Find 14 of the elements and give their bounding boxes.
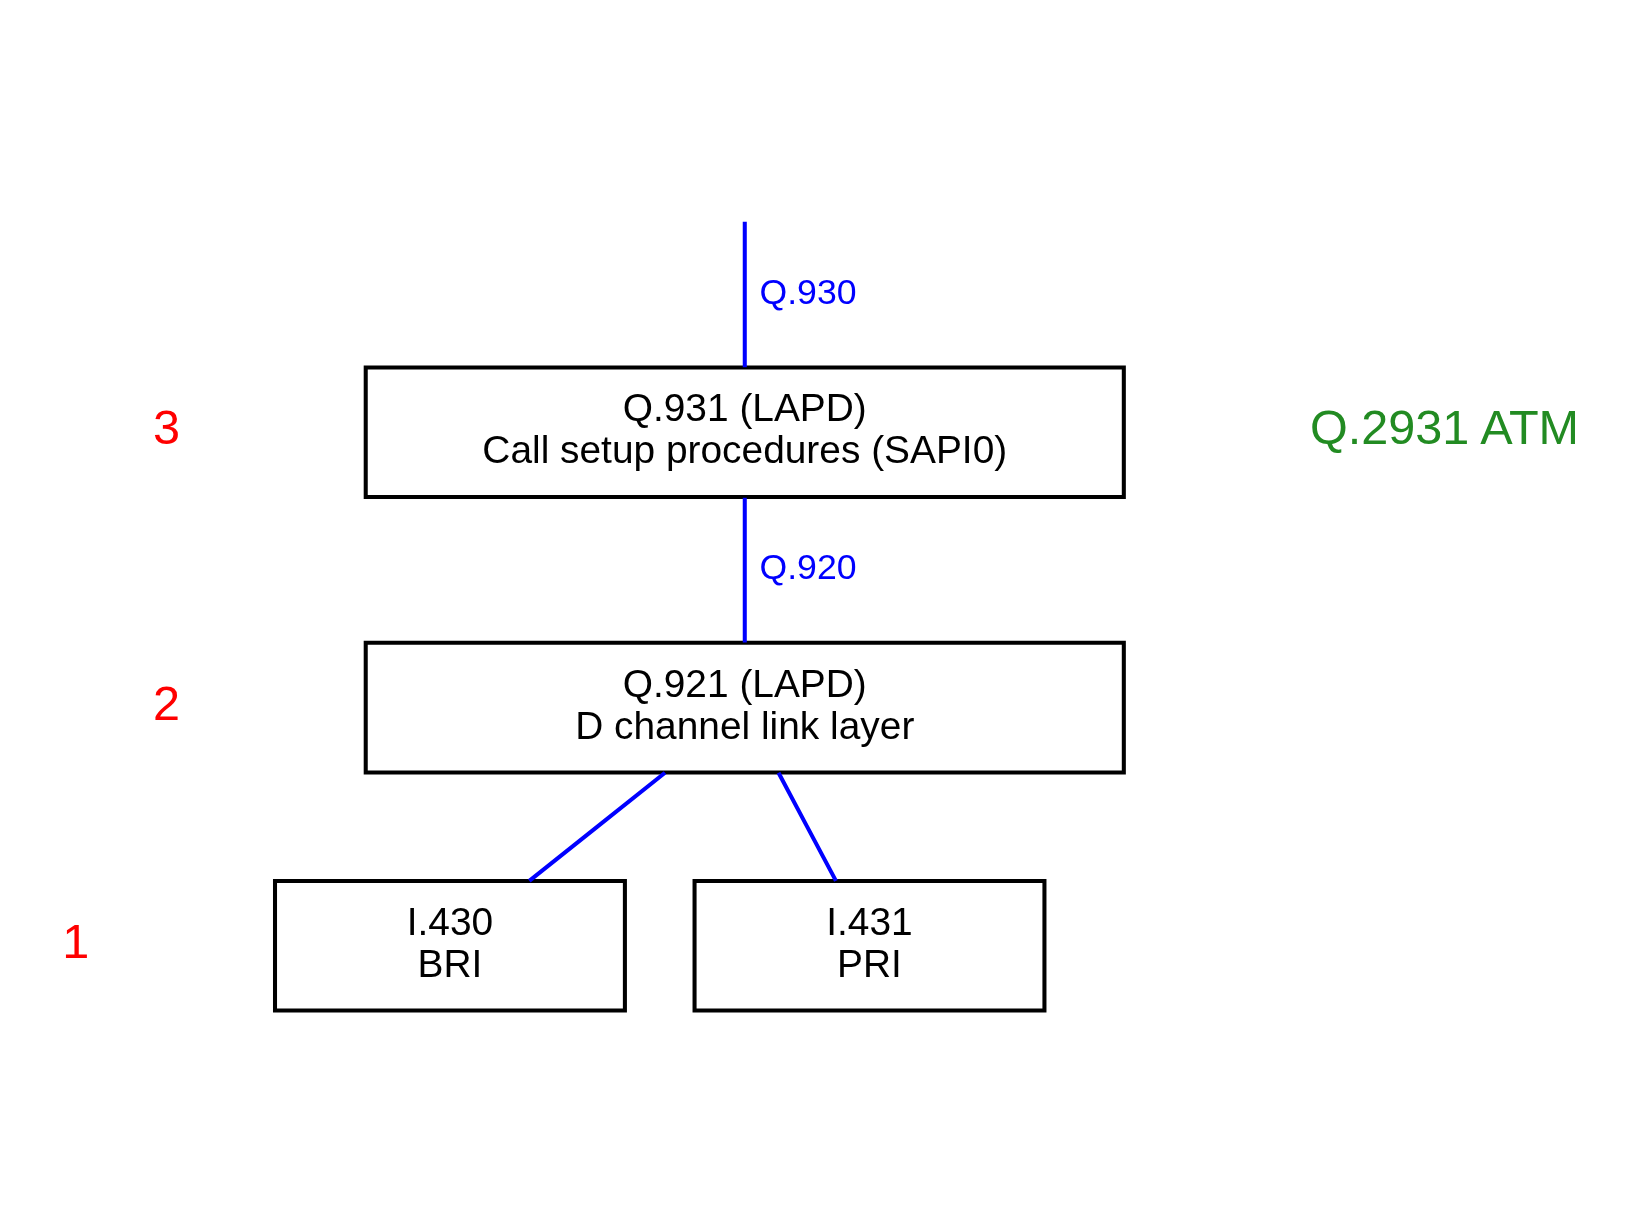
node-box: I.430 BRI [273,878,627,1013]
edge-label: Q.920 [759,546,857,587]
connector [742,497,747,643]
connector [776,771,838,882]
node-box: Q.921 (LAPD) D channel link layer [363,640,1126,775]
connector [528,771,667,883]
label: 1 [62,913,90,968]
label: Q.2931 ATM [1310,400,1580,455]
edge-label: Q.930 [759,271,857,312]
node-box: I.431 PRI [692,878,1047,1013]
label: 2 [152,675,180,730]
label: 3 [152,400,180,455]
node-box: Q.931 (LAPD) Call setup procedures (SAPI0) [363,365,1126,500]
connector [742,221,747,368]
